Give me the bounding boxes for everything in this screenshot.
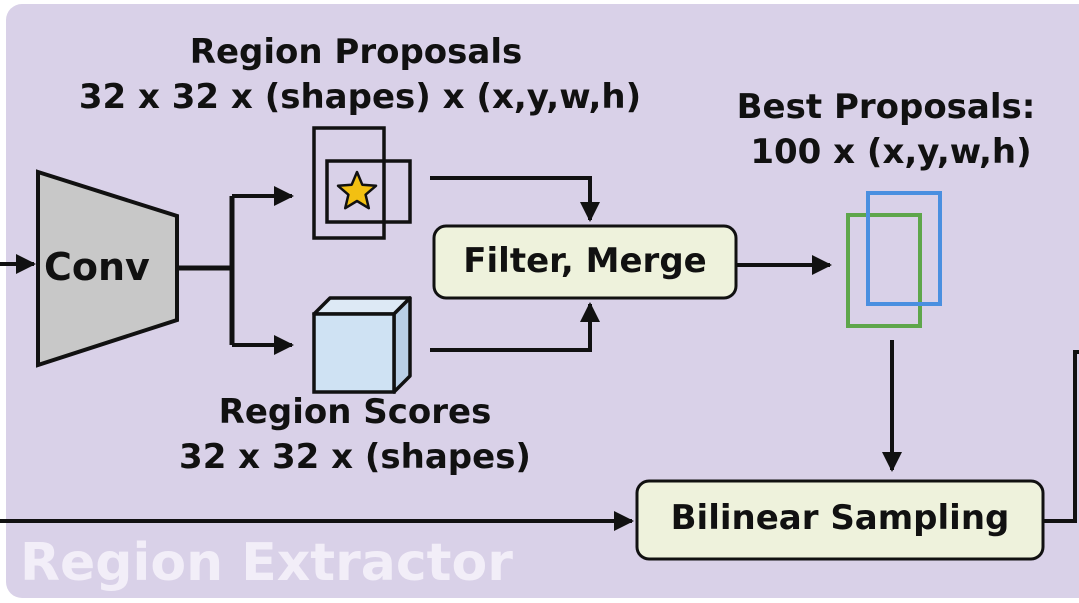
best-proposals-shape: 100 x (x,y,w,h): [750, 132, 1032, 172]
scores-to-filter-arrow: [430, 302, 600, 352]
region-proposals-title: Region Proposals: [189, 32, 523, 72]
region-scores-cube-icon: [312, 296, 412, 394]
filter-merge-box: [432, 224, 738, 300]
proposals-to-filter-arrow: [430, 176, 600, 222]
best-proposals-title: Best Proposals:: [736, 87, 1036, 127]
bilinear-sampling-label: Bilinear Sampling: [670, 498, 1010, 538]
region-proposals-shape: 32 x 32 x (shapes) x (x,y,w,h): [78, 77, 642, 117]
conv-branch-line: [177, 196, 235, 345]
panel-background: [6, 4, 1079, 598]
best-proposals-icon: [846, 191, 942, 328]
region-scores-shape: 32 x 32 x (shapes): [179, 437, 531, 477]
region-proposals-icon: [312, 126, 412, 240]
conv-label: Conv: [44, 245, 150, 289]
region-scores-title: Region Scores: [218, 392, 492, 432]
star-icon: [336, 170, 378, 210]
sampling-output-line: [1043, 350, 1079, 523]
panel-title: Region Extractor: [20, 533, 513, 593]
conv-block: [36, 169, 179, 368]
filter-merge-label: Filter, Merge: [463, 241, 707, 281]
